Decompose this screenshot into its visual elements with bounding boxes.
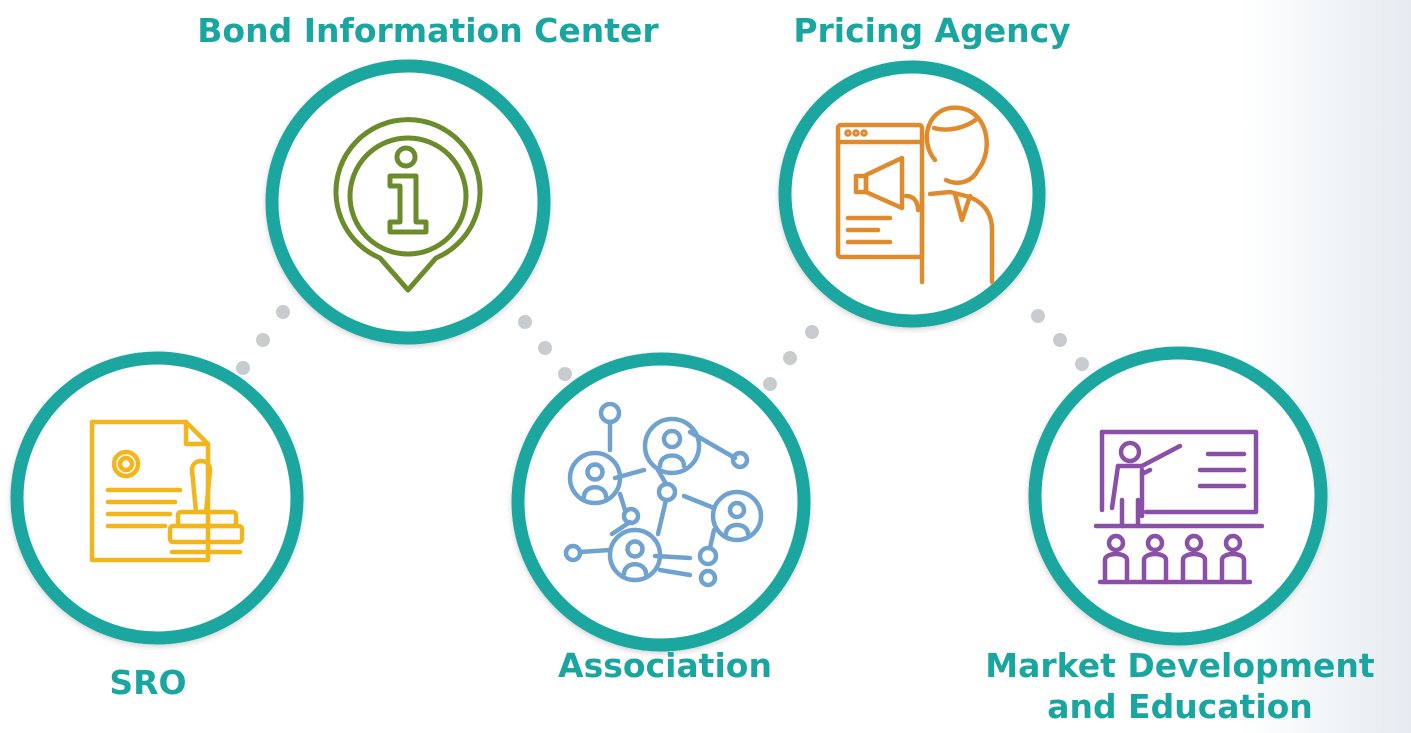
- label-market-development: Market Development and Education: [960, 645, 1400, 727]
- info-pin-icon: [333, 117, 483, 293]
- node-bond-information-center: [265, 59, 551, 345]
- node-pricing-agency: [778, 60, 1046, 328]
- classroom-teacher-icon: [1093, 429, 1265, 585]
- presenter-megaphone-icon: [835, 105, 995, 285]
- label-sro: SRO: [109, 663, 187, 702]
- node-sro: [10, 351, 304, 645]
- node-association: [511, 352, 811, 652]
- label-pricing-agency: Pricing Agency: [793, 11, 1071, 50]
- document-stamp-icon: [89, 419, 245, 563]
- network-people-icon: [563, 401, 764, 588]
- connector-dots: [236, 305, 1089, 391]
- label-market-line-2: and Education: [1047, 687, 1313, 726]
- label-market-line-1: Market Development: [985, 646, 1375, 685]
- label-bond-information-center: Bond Information Center: [197, 11, 659, 50]
- label-association: Association: [558, 646, 772, 685]
- node-market-development: [1028, 346, 1328, 646]
